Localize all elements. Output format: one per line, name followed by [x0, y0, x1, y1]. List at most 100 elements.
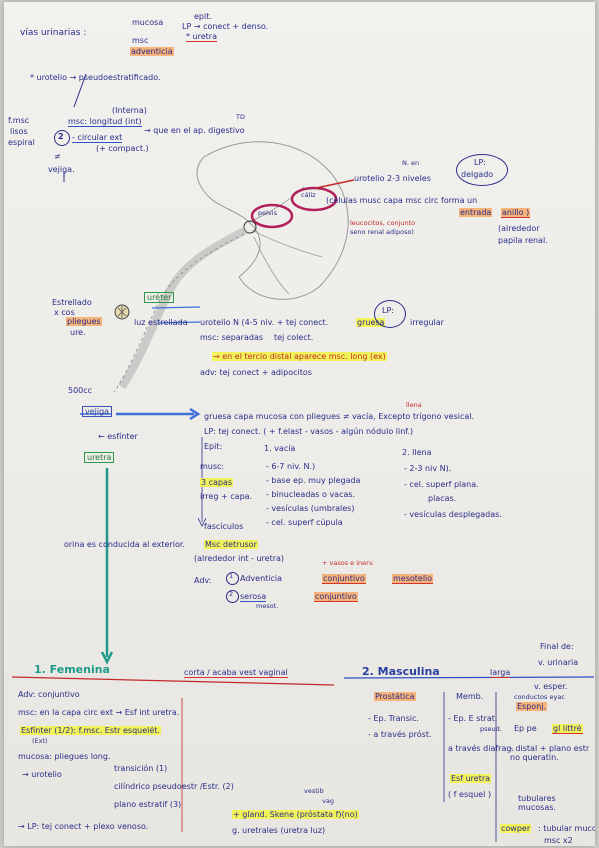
n-en-label: N. en — [402, 159, 420, 167]
masc-final: Final de: — [540, 642, 574, 651]
llena-1: - 2-3 niv N). — [404, 464, 452, 473]
masc-larga: larga — [490, 668, 511, 679]
llena-top: llena — [406, 401, 422, 409]
fem-glandulas2: g. uretrales (uretra luz) — [232, 826, 326, 835]
llena-3: placas. — [428, 494, 457, 503]
gruesa-label: gruesa — [356, 318, 386, 328]
masc-ep-pe: Ep pe — [514, 724, 537, 733]
masc-memb: Memb. — [456, 692, 484, 701]
number-circle — [54, 130, 70, 146]
lp-ureter: LP: — [382, 306, 394, 315]
vias-urinarias-title: vías urinarias : — [20, 28, 87, 38]
tercio-distal: → en el tercio distal aparece msc. long … — [212, 352, 387, 362]
irregular-label: irregular — [410, 318, 444, 327]
urotelio-niv: urotelio N (4-5 niv. + tej conect. — [200, 318, 329, 327]
masc-msc-x2: msc x2 — [544, 836, 573, 845]
urotelio-niveles: urotelio 2-3 niveles — [354, 174, 431, 183]
digestivo-note: → que en el ap. digestivo — [144, 126, 245, 135]
masc-ep-estr: - Ep. E strat. — [448, 714, 498, 723]
femenina-title: 1. Femenina — [34, 663, 110, 676]
delgado-label: delgado — [461, 170, 494, 179]
conjuntivo-2: conjuntivo — [314, 592, 358, 603]
num-circle-2 — [226, 590, 239, 603]
tej-colect: tej colect. — [274, 333, 314, 342]
small-note-1: leucocitos, conjunto — [350, 219, 416, 227]
alrededor-label: (alrededor — [498, 224, 540, 233]
tres-capas: 3 capas — [200, 478, 234, 488]
masc-v-urinaria: v. urinaria — [538, 658, 579, 667]
pelvis-label: pelvis — [258, 209, 277, 217]
xcos-label: x cos — [54, 308, 75, 317]
ureter-tube — [118, 226, 248, 390]
orina-note: orina es conducida al exterior. — [64, 540, 185, 549]
masc-esquel: ( f esquel ) — [448, 790, 492, 799]
serosa-label: serosa — [240, 592, 267, 603]
fem-vag: vag — [322, 797, 334, 805]
interna-label: (Interna) — [112, 106, 147, 115]
lp-conect: LP → conect + denso. — [182, 22, 269, 31]
papila-label: papila renal. — [498, 236, 548, 245]
masc-ep-transic: - Ep. Transic. — [368, 714, 419, 723]
mucosa-label: mucosa — [132, 18, 164, 27]
fem-transicion: transición (1) — [114, 764, 168, 773]
masc-esfinter: Esf uretra — [450, 774, 492, 784]
lp-ureter-circle — [374, 300, 406, 328]
adv-ureter: adv: tej conect + adipocitos — [200, 368, 312, 377]
lisos-label: lisos — [10, 127, 28, 136]
gruesa-capa: gruesa capa mucosa con pliegues ≠ vacía,… — [204, 412, 475, 421]
llena-heading: 2. llena — [402, 448, 432, 457]
vacia-2: - base ep. muy plegada — [266, 476, 361, 485]
celulas-musc: (células musc capa msc circ forma un — [326, 196, 478, 205]
num-2b: 2 — [229, 590, 234, 598]
masc-gl-littre: gl littré — [552, 724, 583, 735]
adventicia-label: adventicia — [130, 47, 174, 57]
mesotelio-label: mesotelio — [392, 574, 434, 585]
circular-ext: - circular ext — [72, 133, 123, 144]
entrada-label: entrada — [459, 208, 493, 218]
uretra-star: * uretra — [186, 32, 217, 43]
vasos-label: + vasos e inerv. — [322, 559, 375, 567]
fem-glandulas: + gland. Skene (próstata f)(no) — [232, 810, 359, 820]
urotelio-note: * urotelio → pseudoestratificado. — [30, 73, 161, 82]
adventicia-vejiga: Adventicia — [240, 574, 283, 583]
pelvis-circle — [250, 203, 294, 229]
irreg-label: irreg + capa. — [200, 492, 253, 501]
masc-pseud: pseud. — [480, 725, 502, 733]
vacia-5: - cel. superf cúpula — [266, 518, 343, 527]
luz-estrellada: luz estrellada — [134, 318, 188, 327]
msc-separadas: msc: separadas — [200, 333, 264, 342]
masc-tubuloal: : tubular mucosas — [538, 824, 595, 833]
fem-adv: Adv: conjuntivo — [18, 690, 80, 699]
fem-msc: msc: en la capa circ ext → Esf int uretr… — [18, 708, 180, 717]
epit-label: epit. — [194, 12, 212, 21]
masc-cowper: cowper — [500, 824, 532, 834]
femenina-corta: corta / acaba vest vaginal — [184, 668, 288, 679]
neq-sign: ≠ — [54, 152, 61, 161]
masc-v-esper: v. esper. — [534, 682, 568, 691]
masc-distal: - distal + plano estr no queratin. — [510, 744, 590, 763]
vacia-heading: 1. vacía — [264, 444, 296, 453]
masc-esponj: Esponj. — [516, 702, 548, 712]
masc-c-eyac: conductos eyac — [514, 693, 565, 701]
anillo-label: anillo ) — [501, 208, 531, 219]
msc-longitud: msc: longitud (int) — [68, 117, 142, 128]
uretra-box: uretra — [84, 452, 115, 464]
pliegues-label: pliegues — [66, 317, 102, 327]
td-label: TD — [236, 113, 245, 121]
msc-detrusor: Msc detrusor — [204, 540, 258, 550]
calyx-circle — [290, 186, 338, 212]
esfinter-label: ← esfínter — [98, 432, 138, 441]
fmsc-label: f.msc — [8, 116, 30, 125]
msc-label: msc — [132, 36, 149, 45]
fem-ext: (Ext) — [32, 737, 48, 745]
adv-vejiga: Adv: — [194, 576, 212, 585]
masc-a-traves: a través diafrag. — [448, 744, 514, 753]
masculina-title: 2. Masculina — [362, 665, 440, 678]
kidney-outline — [196, 141, 349, 300]
masc-tubulares: tubulares mucosas. — [518, 794, 556, 813]
fem-plano: plano estratif (3) — [114, 800, 182, 809]
vacia-4: - vesículas (umbrales) — [266, 504, 355, 513]
fem-lp: → LP: tej conect + plexo venoso. — [18, 822, 149, 831]
alrededor-uretra: (alrededor int - uretra) — [194, 554, 285, 563]
notebook-page: vías urinarias : mucosa epit. LP → conec… — [4, 2, 595, 846]
